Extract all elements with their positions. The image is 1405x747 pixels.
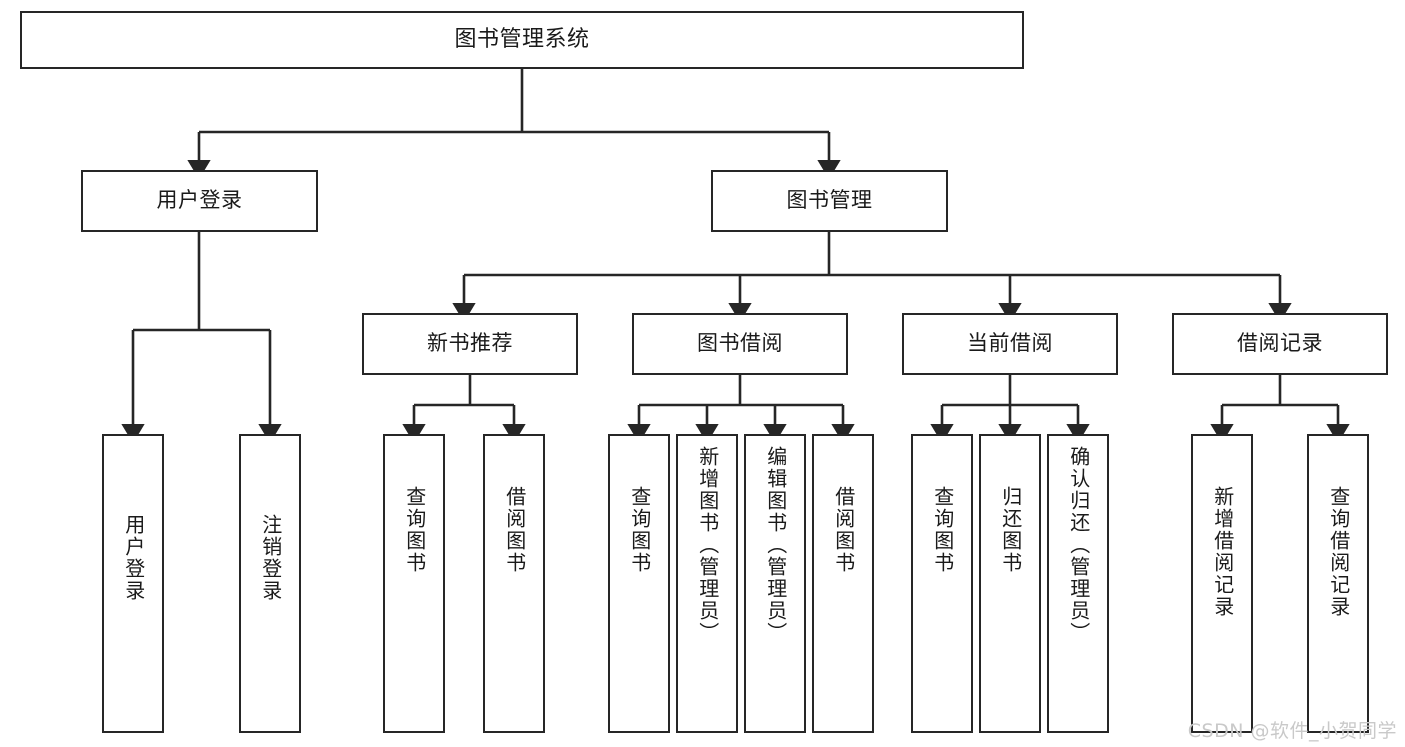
node-label: 当前借阅 xyxy=(967,331,1053,356)
leaf-record-query-record[interactable]: 查询借阅记录 xyxy=(1307,434,1369,733)
node-label: 新增图书（管理员） xyxy=(695,446,720,644)
node-label: 用户登录 xyxy=(121,514,146,602)
leaf-recommend-query-book[interactable]: 查询图书 xyxy=(383,434,445,733)
node-label: 归还图书 xyxy=(998,486,1023,574)
leaf-user-login-login[interactable]: 用户登录 xyxy=(102,434,164,733)
leaf-recommend-borrow-book[interactable]: 借阅图书 xyxy=(483,434,545,733)
node-label: 新书推荐 xyxy=(427,331,513,356)
node-label: 注销登录 xyxy=(258,514,283,602)
node-label: 编辑图书（管理员） xyxy=(763,446,788,644)
watermark-text: CSDN @软件_小贺同学 xyxy=(1187,720,1397,742)
node-label: 确认归还（管理员） xyxy=(1066,446,1091,644)
leaf-current-return-book[interactable]: 归还图书 xyxy=(979,434,1041,733)
leaf-current-query-book[interactable]: 查询图书 xyxy=(911,434,973,733)
node-new-book-recommend[interactable]: 新书推荐 xyxy=(362,313,578,375)
node-current-borrow[interactable]: 当前借阅 xyxy=(902,313,1118,375)
node-label: 图书借阅 xyxy=(697,331,783,356)
leaf-borrow-edit-book-admin[interactable]: 编辑图书（管理员） xyxy=(744,434,806,733)
leaf-borrow-query-book[interactable]: 查询图书 xyxy=(608,434,670,733)
node-label: 图书管理系统 xyxy=(454,26,590,52)
node-label: 借阅图书 xyxy=(502,486,527,574)
node-label: 查询图书 xyxy=(627,486,652,574)
node-root-system[interactable]: 图书管理系统 xyxy=(20,11,1024,69)
leaf-record-add-record[interactable]: 新增借阅记录 xyxy=(1191,434,1253,733)
node-book-management[interactable]: 图书管理 xyxy=(711,170,948,232)
node-label: 查询借阅记录 xyxy=(1326,486,1351,618)
node-book-borrow[interactable]: 图书借阅 xyxy=(632,313,848,375)
leaf-user-login-logout[interactable]: 注销登录 xyxy=(239,434,301,733)
node-label: 图书管理 xyxy=(786,188,873,213)
leaf-borrow-borrow-book[interactable]: 借阅图书 xyxy=(812,434,874,733)
node-label: 新增借阅记录 xyxy=(1210,486,1235,618)
leaf-current-confirm-return-admin[interactable]: 确认归还（管理员） xyxy=(1047,434,1109,733)
node-label: 借阅图书 xyxy=(831,486,856,574)
node-label: 借阅记录 xyxy=(1237,331,1323,356)
node-label: 查询图书 xyxy=(930,486,955,574)
node-borrow-record[interactable]: 借阅记录 xyxy=(1172,313,1388,375)
leaf-borrow-add-book-admin[interactable]: 新增图书（管理员） xyxy=(676,434,738,733)
node-label: 查询图书 xyxy=(402,486,427,574)
node-user-login[interactable]: 用户登录 xyxy=(81,170,318,232)
node-label: 用户登录 xyxy=(156,188,243,213)
